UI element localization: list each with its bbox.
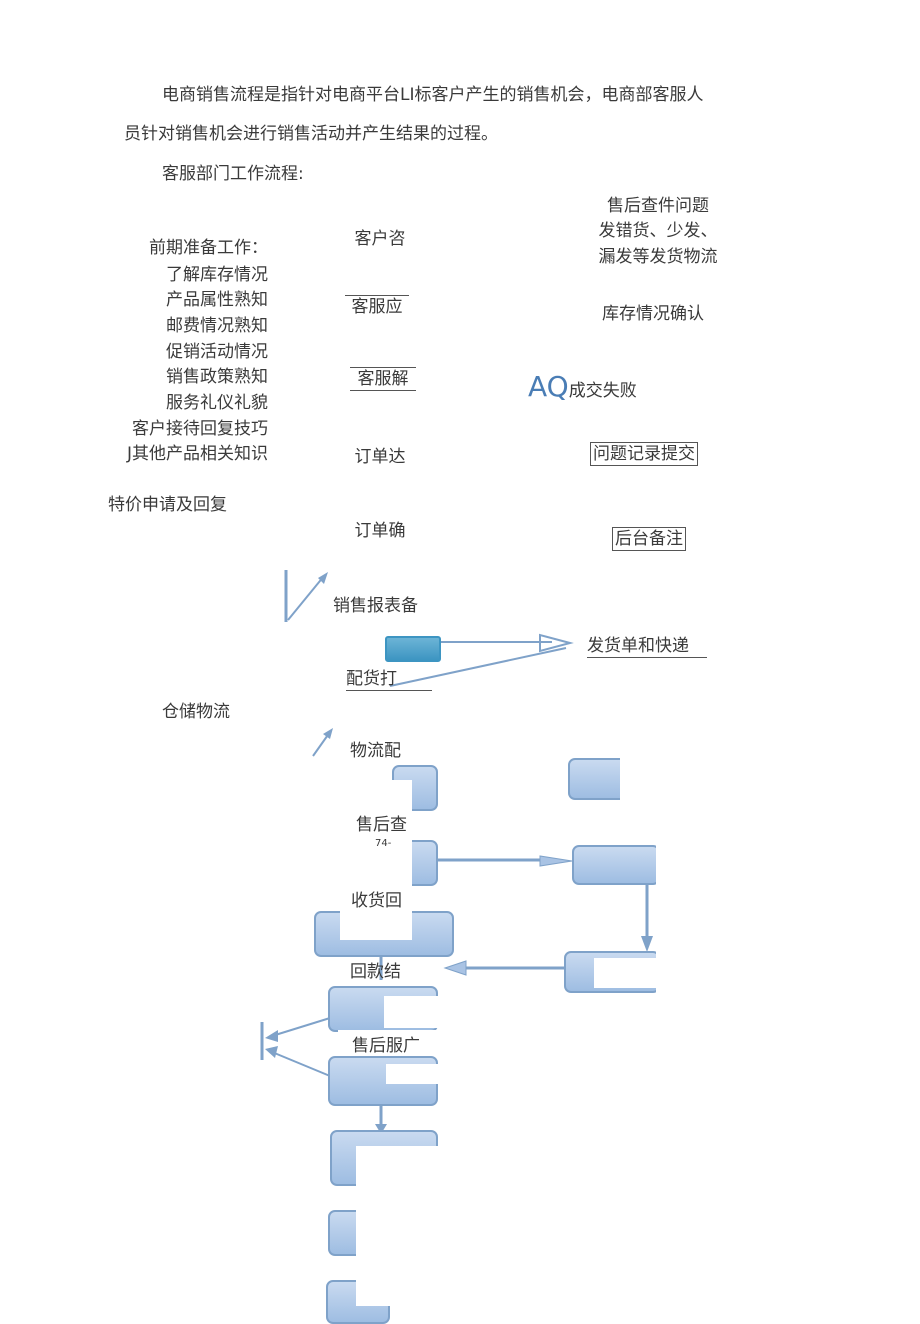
- flow-box: [568, 758, 628, 800]
- flow-box: [572, 845, 660, 885]
- intro-line-2: 员针对销售机会进行销售活动并产生结果的过程。: [124, 124, 498, 144]
- step-service-answer: 客服解: [350, 367, 416, 391]
- step-order-confirm: 订单确: [354, 521, 406, 541]
- step-after-sales-service: 售后服广: [352, 1036, 420, 1056]
- shipping-label: 发货单和快递: [587, 635, 707, 658]
- aq-fail-row: AQ成交失败: [528, 370, 637, 408]
- prep-item: 销售政策熟知: [166, 367, 268, 387]
- white-mask: [594, 958, 660, 988]
- prep-item: 邮费情况熟知: [166, 316, 268, 336]
- after-sales-title: 售后查件问题: [607, 196, 709, 216]
- prep-heading: 前期准备工作：: [149, 238, 268, 258]
- prep-item: 促销活动情况: [166, 342, 268, 362]
- step-after-sales-check: 售后查: [356, 815, 407, 835]
- aq-text: 成交失败: [568, 381, 637, 401]
- step-receipt-return: 收货回: [351, 891, 402, 911]
- aq-letters: AQ: [528, 370, 569, 403]
- prep-item: J其他产品相关知识: [126, 444, 268, 464]
- backend-note-box: 后台备注: [612, 527, 686, 551]
- after-sales-line-3: 漏发等发货物流: [598, 247, 718, 267]
- step-picking-print: 配货打: [346, 668, 432, 691]
- white-mask: [656, 840, 676, 1000]
- prep-item: 客户接待回复技巧: [132, 419, 268, 439]
- prep-item: 服务礼仪礼貌: [166, 393, 268, 413]
- step-sales-report: 销售报表备: [333, 596, 418, 616]
- white-mask: [340, 780, 412, 940]
- white-mask: [356, 1146, 446, 1306]
- flow-box-highlight: [385, 636, 441, 662]
- issue-record-box: 问题记录提交: [590, 442, 698, 466]
- step-logistics: 物流配: [350, 741, 401, 761]
- white-mask: [386, 1064, 440, 1084]
- page-marker: 74-: [375, 838, 392, 849]
- prep-item: 了解库存情况: [166, 265, 268, 285]
- white-mask: [384, 996, 440, 1028]
- prep-item: 产品属性熟知: [166, 290, 268, 310]
- storage-logistics-label: 仓储物流: [162, 702, 230, 722]
- section-title: 客服部门工作流程:: [162, 164, 304, 184]
- inventory-confirm: 库存情况确认: [602, 304, 704, 324]
- white-mask: [620, 756, 660, 800]
- intro-line-1: 电商销售流程是指针对电商平台LI标客户产生的销售机会，电商部客服人: [162, 85, 704, 105]
- special-request-label: 特价申请及回复: [108, 495, 227, 515]
- after-sales-line-2: 发错货、少发、: [598, 221, 718, 241]
- step-customer-inquiry: 客户咨: [354, 229, 406, 249]
- step-order-reached: 订单达: [354, 447, 406, 467]
- white-mask: [338, 1030, 438, 1056]
- step-payment-settle: 回款结: [350, 962, 401, 982]
- step-service-response: 客服应: [345, 295, 409, 318]
